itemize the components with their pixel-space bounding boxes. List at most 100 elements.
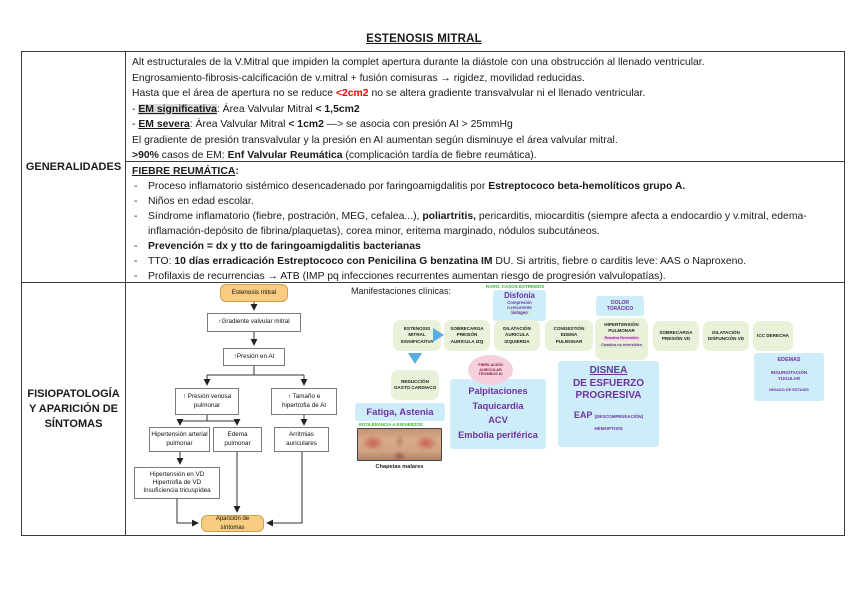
bullet-dash: - [134, 181, 138, 192]
list-item: -TTO: 10 días erradicación Estreptococo … [132, 254, 838, 269]
text-segment: >90% [132, 150, 159, 161]
chapetas-malares-photo [357, 428, 442, 461]
generalidades-text-block: Alt estructurales de la V.Mitral que imp… [126, 52, 844, 162]
chain-dilatacion-vd: DILATACIÓN DISFUNCIÓN VD [703, 321, 749, 351]
fibrilacion-line: FIBRILACIÓN [478, 362, 503, 367]
eap-line: EAP (DESCOMPENSACIÓN) [574, 410, 643, 420]
manifestaciones-title: Manifestaciones clínicas: [351, 286, 452, 296]
bullet-dash: - [134, 241, 138, 252]
flowchart-node-arritmias: Arritmias auriculares [274, 427, 329, 452]
text-segment: pericarditis, miocarditis (siempre afect… [148, 211, 807, 237]
text-segment: —> se asocia con presión AI > 25mmHg [323, 119, 513, 130]
text-segment: Engrosamiento-fibrosis-calcificación de … [132, 72, 585, 84]
text-line: - EM severa: Área Valvular Mitral < 1cm2… [132, 117, 838, 133]
vd-line: Hipertensión en VD [149, 470, 205, 478]
disnea-box: DISNEA DE ESFUERZO PROGRESIVA EAP (DESCO… [558, 361, 659, 447]
text-segment: : [235, 166, 239, 177]
text-segment: < 1cm2 [288, 119, 324, 130]
chapetas-caption: Chapetas malares [375, 464, 424, 470]
list-item: -Proceso inflamatorio sistémico desencad… [132, 179, 838, 194]
list-item: -Niños en edad escolar. [132, 194, 838, 209]
flowchart-node-aparicion-sintomas: Aparición de síntomas [201, 515, 264, 532]
chain-congestion-edema: CONGESTIÓN EDEMA PULMONAR [545, 320, 593, 351]
text-segment: El gradiente de presión transvalvular y … [132, 134, 618, 146]
text-segment: Profilaxis de recurrencias → ATB (IMP pq… [148, 271, 666, 282]
em-significativa-term: EM significativa [138, 103, 217, 115]
fiebre-reumatica-block: FIEBRE REUMÁTICA: -Proceso inflamatorio … [126, 162, 844, 282]
bullet-text: TTO: 10 días erradicación Estreptococo c… [148, 254, 838, 269]
fibrilacion-line: AURICULAR [479, 367, 502, 372]
generalidades-content: Alt estructurales de la V.Mitral que imp… [126, 52, 844, 282]
generalidades-label: GENERALIDADES [22, 52, 126, 282]
text-segment: Hasta que el área de apertura no se redu… [132, 88, 336, 99]
edemas-line: EDEMAS [777, 357, 801, 363]
text-line: >90% casos de EM: Enf Valvular Reumática… [132, 148, 838, 164]
hp-note-cambios: Cambios no reversibles [599, 343, 644, 348]
chain-sobrecarga-presion-ai: SOBRECARGA PRESIÓN AURICULA IZQ [444, 320, 490, 351]
text-segment: - [132, 119, 139, 130]
flowchart-node-edema-pulmonar: Edema pulmonar [213, 427, 262, 452]
flowchart-node-vd: Hipertensión en VD Hipertrofia de VD Ins… [134, 467, 220, 499]
chain-dilatacion-ai: DILATACIÓN AURICULA IZQUIERDA [494, 320, 540, 351]
fibrilacion-auricular-ellipse: FIBRILACIÓN AURICULAR TROMBOS AI [468, 355, 513, 385]
disfonia-box: Disfonía Compresión n.recurrente larínge… [493, 290, 546, 321]
palpitaciones-box: Palpitaciones Taquicardia ACV Embolia pe… [450, 379, 546, 449]
disnea-line: PROGRESIVA [575, 390, 642, 401]
text-line: - EM significativa: Área Valvular Mitral… [132, 102, 838, 118]
bullet-text: Niños en edad escolar. [148, 194, 838, 209]
bullet-text: Profilaxis de recurrencias → ATB (IMP pq… [148, 269, 838, 284]
text-segment: - [132, 103, 139, 115]
hp-note-reactiva: Reactiva Reversible [602, 336, 641, 341]
text-segment: < 1,5cm2 [315, 103, 360, 115]
text-line: El gradiente de presión transvalvular y … [132, 133, 838, 149]
text-segment: Niños en edad escolar. [148, 196, 254, 207]
disfonia-sub: Compresión [507, 300, 532, 305]
fatiga-astenia-box: Fatiga, Astenia [355, 403, 445, 421]
dolor-toracico-box: DOLOR TORÁCICO [596, 296, 644, 316]
flowchart-node-presion-ai: ↑Presión en AI [223, 348, 285, 366]
flowchart-node-estenosis-mitral: Estenosis mitral [220, 284, 288, 302]
page-title: ESTENOSIS MITRAL [366, 33, 482, 45]
flowchart-node-gradiente: ↑Gradiente valvular mitral [207, 313, 301, 332]
text-segment: Proceso inflamatorio sistémico desencade… [148, 181, 489, 192]
ingurgitacion-line: INGURGITACIÓN YUGULAR [770, 370, 808, 381]
edemas-box: EDEMAS INGURGITACIÓN YUGULAR HIGADO DE E… [754, 353, 824, 401]
bullet-dash: - [134, 196, 138, 207]
disfonia-sub: n.recurrente [507, 305, 532, 310]
text-segment: casos de EM: [158, 150, 228, 161]
bullet-dash: - [134, 271, 138, 282]
reduccion-gasto-box: REDUCCIÓN GASTO CARDIACO [391, 370, 439, 400]
list-item: -Prevención = dx y tto de faringoamigdal… [132, 239, 838, 254]
eap-sub: (DESCOMPENSACIÓN) [594, 413, 644, 419]
bullet-text: Prevención = dx y tto de faringoamigdali… [148, 239, 838, 254]
red-threshold-value: <2cm2 [335, 88, 369, 99]
text-line: Engrosamiento-fibrosis-calcificación de … [132, 71, 838, 87]
text-segment: Prevención = dx y tto de faringoamigdali… [148, 241, 421, 252]
text-segment: Alt estructurales de la V.Mitral que imp… [132, 57, 705, 68]
fisiopatologia-label: FISIOPATOLOGÍA Y APARICIÓN DE SÍNTOMAS [22, 283, 126, 535]
text-segment: poliartritis, [422, 211, 477, 222]
text-segment: Síndrome inflamatorio (fiebre, postració… [148, 211, 423, 222]
vd-line: Hipertrofia de VD [152, 478, 202, 486]
text-segment: DU. Si artritis, fiebre o carditis leve:… [492, 256, 747, 267]
bullet-text: Proceso inflamatorio sistémico desencade… [148, 179, 838, 194]
palpitaciones-line: Embolia periférica [458, 429, 538, 440]
bullet-dash: - [134, 211, 138, 222]
palpitaciones-line: ACV [488, 415, 508, 425]
text-segment: : Área Valvular Mitral [216, 103, 316, 115]
text-segment: : Área Valvular Mitral [189, 119, 289, 130]
blue-right-arrow-icon [433, 328, 444, 342]
hemoptisis-line: HEMOPTISIS [594, 425, 623, 431]
dolor-line: DOLOR [610, 299, 630, 306]
text-segment: Estreptococo beta-hemolíticos grupo A. [488, 181, 686, 192]
bullet-dash: - [134, 256, 138, 267]
chain-sobrecarga-vd: SOBRECARGA PRESIÓN VD [653, 321, 699, 351]
blue-down-arrow-icon [408, 353, 422, 364]
bullet-text: Síndrome inflamatorio (fiebre, postració… [148, 209, 838, 239]
flowchart-node-tamano-hipertrofia: ↑ Tamaño e hipertrofia de AI [271, 388, 337, 415]
text-segment: (complicación tardía de fiebre reumática… [342, 150, 537, 161]
chain-hipertension-pulmonar: HIPERTENSIÓN PULMONAR Reactiva Reversibl… [595, 318, 648, 360]
chain-hp-label: HIPERTENSIÓN PULMONAR [604, 322, 639, 334]
fisiopatologia-rowgroup: FISIOPATOLOGÍA Y APARICIÓN DE SÍNTOMAS [22, 282, 844, 535]
